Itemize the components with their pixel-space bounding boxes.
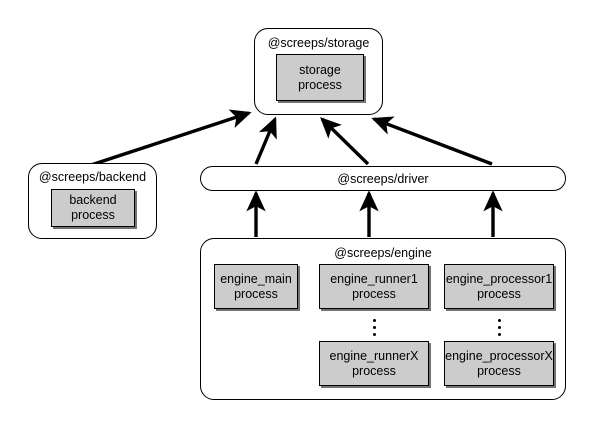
- process-backend-kind: process: [71, 208, 115, 222]
- process-engine-processorx[interactable]: engine_processorX process: [444, 341, 554, 386]
- ellipsis-dot: [497, 319, 501, 322]
- process-engine-runner1-kind: process: [352, 286, 396, 301]
- process-engine-main-kind: process: [234, 286, 278, 301]
- process-backend[interactable]: backend process: [51, 189, 135, 227]
- package-storage[interactable]: @screeps/storage storage process: [254, 28, 383, 115]
- process-storage[interactable]: storage process: [276, 54, 364, 101]
- process-storage-name: storage: [299, 62, 341, 77]
- ellipsis-dot: [372, 333, 376, 336]
- package-storage-title: @screeps/storage: [267, 36, 370, 50]
- ellipsis-runner-column: [369, 319, 379, 336]
- process-engine-runnerx-name: engine_runnerX: [329, 348, 419, 363]
- edge-driver-to-storage-right: [371, 116, 493, 166]
- process-engine-runnerx[interactable]: engine_runnerX process: [319, 341, 429, 386]
- ellipsis-dot: [372, 319, 376, 322]
- process-engine-runner1-name: engine_runner1: [330, 271, 418, 286]
- ellipsis-dot: [497, 326, 501, 329]
- package-engine-title: @screeps/engine: [334, 246, 432, 260]
- ellipsis-dot: [497, 333, 501, 336]
- ellipsis-processor-column: [494, 319, 504, 336]
- process-engine-processor1[interactable]: engine_processor1 process: [444, 264, 554, 309]
- edge-backend-to-storage: [87, 109, 252, 168]
- edge-driver-to-storage-center: [320, 117, 370, 166]
- process-engine-main[interactable]: engine_main process: [214, 264, 298, 309]
- process-backend-name: backend: [69, 193, 117, 207]
- process-engine-runnerx-kind: process: [352, 363, 396, 378]
- process-engine-runner1[interactable]: engine_runner1 process: [319, 264, 429, 309]
- process-storage-kind: process: [298, 77, 342, 92]
- process-engine-processor1-name: engine_processor1: [445, 271, 553, 286]
- package-backend[interactable]: @screeps/backend backend process: [28, 163, 157, 239]
- process-engine-processorx-kind: process: [477, 363, 521, 378]
- process-engine-main-name: engine_main: [220, 271, 292, 286]
- package-driver[interactable]: @screeps/driver: [200, 166, 566, 191]
- process-engine-processor1-kind: process: [477, 286, 521, 301]
- package-engine[interactable]: @screeps/engine engine_main process engi…: [200, 238, 566, 400]
- edge-driver-to-storage-left: [254, 116, 277, 165]
- package-backend-title: @screeps/backend: [38, 170, 147, 184]
- ellipsis-dot: [372, 326, 376, 329]
- process-engine-processorx-name: engine_processorX: [445, 348, 553, 363]
- package-driver-title: @screeps/driver: [337, 171, 429, 186]
